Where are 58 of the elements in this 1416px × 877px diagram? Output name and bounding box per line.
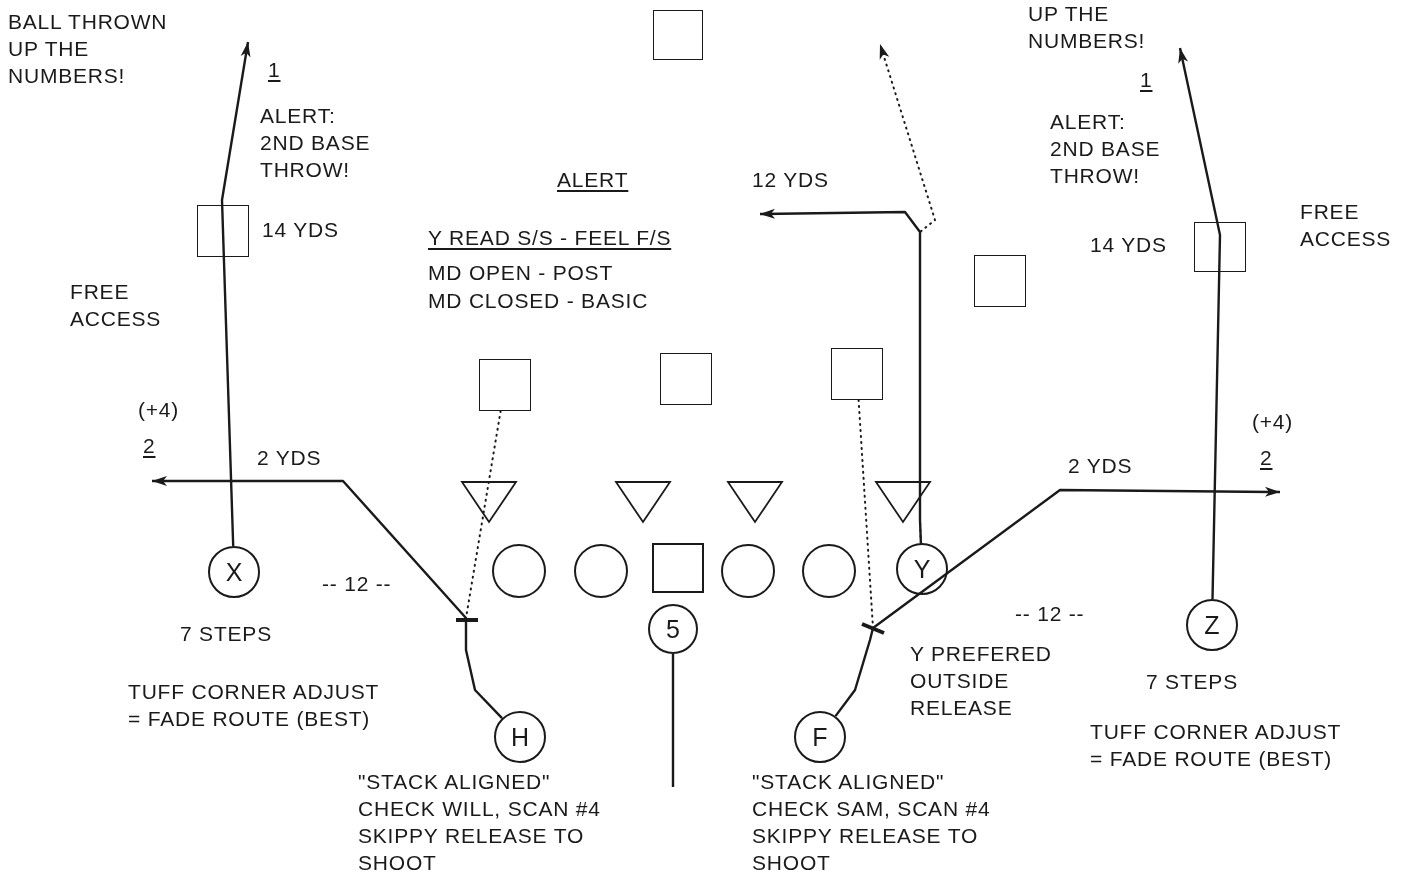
play-note: 1	[1140, 67, 1154, 93]
play-note: -- 12 --	[322, 571, 393, 597]
defender-square	[653, 10, 703, 60]
player-circle: 5	[648, 604, 698, 654]
player-circle: Z	[1186, 599, 1238, 651]
play-note: BALL THROWN UP THE NUMBERS!	[8, 9, 169, 89]
play-note: -- 12 --	[1015, 601, 1086, 627]
route-arrow	[834, 486, 1280, 717]
play-note: UP THE NUMBERS!	[1028, 1, 1147, 54]
player-circle: F	[794, 711, 846, 763]
play-note: TUFF CORNER ADJUST = FADE ROUTE (BEST)	[1090, 719, 1342, 772]
play-note: MD CLOSED - BASIC	[428, 288, 650, 314]
defender-triangle	[615, 481, 671, 523]
play-note: 14 YDS	[262, 217, 340, 243]
play-note: MD OPEN - POST	[428, 260, 615, 286]
play-note: FREE ACCESS	[1300, 199, 1393, 252]
route-arrow	[1178, 47, 1222, 600]
defender-square	[197, 205, 249, 257]
route-line	[671, 654, 675, 787]
play-note: 1	[268, 57, 282, 83]
play-note: 14 YDS	[1090, 232, 1168, 258]
play-note: Y READ S/S - FEEL F/S	[428, 225, 673, 251]
play-note: 2 YDS	[257, 445, 323, 471]
lineman-circle	[802, 544, 856, 598]
route-arrow	[760, 208, 923, 544]
play-note: TUFF CORNER ADJUST = FADE ROUTE (BEST)	[128, 679, 380, 732]
defender-square	[831, 348, 883, 400]
play-note: 2	[1260, 445, 1274, 471]
play-note: ALERT: 2ND BASE THROW!	[260, 103, 372, 183]
player-circle: H	[494, 711, 546, 763]
player-circle: Y	[896, 543, 948, 595]
play-note: 2 YDS	[1068, 453, 1134, 479]
lineman-circle	[721, 544, 775, 598]
play-note: 2	[143, 433, 157, 459]
play-note: (+4)	[138, 397, 181, 423]
defender-triangle	[727, 481, 783, 523]
defender-triangle	[461, 481, 517, 523]
defender-square	[1194, 222, 1246, 272]
player-note: "STACK ALIGNED" CHECK WILL, SCAN #4 SKIPPY RELEASE TO SHOOT	[358, 769, 602, 876]
player-note: 7 STEPS	[180, 621, 273, 647]
player-note: 7 STEPS	[1146, 669, 1239, 695]
play-note: ALERT	[557, 167, 630, 193]
defender-square	[479, 359, 531, 411]
lineman-circle	[574, 544, 628, 598]
play-note: 12 YDS	[752, 167, 830, 193]
player-note: "STACK ALIGNED" CHECK SAM, SCAN #4 SKIPPY RELEASE TO SHOOT	[752, 769, 992, 876]
defender-square	[660, 353, 712, 405]
route-arrow	[220, 41, 251, 547]
lineman-circle	[492, 544, 546, 598]
play-note: Y PREFERED OUTSIDE RELEASE	[910, 641, 1053, 721]
play-note: ALERT: 2ND BASE THROW!	[1050, 109, 1162, 189]
center-square	[652, 543, 704, 593]
route-arrow	[152, 476, 503, 720]
defender-triangle	[875, 481, 931, 523]
play-note: (+4)	[1252, 409, 1295, 435]
defender-square	[974, 255, 1026, 307]
player-circle: X	[208, 546, 260, 598]
play-note: FREE ACCESS	[70, 279, 163, 332]
